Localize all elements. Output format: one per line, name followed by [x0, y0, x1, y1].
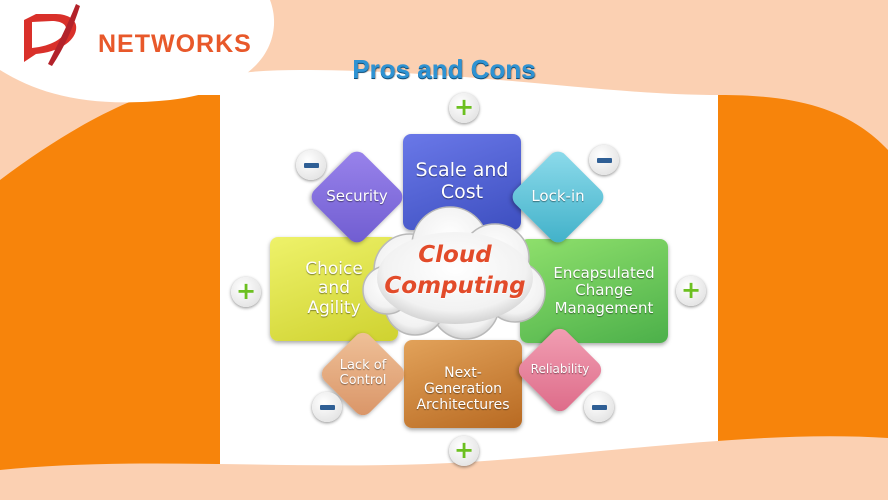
tile-scale-cost-label: Scale and Cost — [415, 159, 509, 203]
logo-text: NETWORKS — [98, 30, 252, 58]
minus-icon — [303, 162, 319, 168]
minus-badge-bottom-left — [312, 392, 342, 422]
plus-icon: + — [453, 436, 475, 464]
plus-badge-bottom: + — [449, 436, 479, 466]
minus-icon — [319, 404, 335, 410]
plus-icon: + — [453, 93, 475, 121]
tile-encapsulated: Encapsulated Change Management — [520, 239, 668, 343]
minus-badge-top-left — [296, 150, 326, 180]
tile-encapsulated-label: Encapsulated Change Management — [553, 264, 655, 317]
minus-icon — [596, 157, 612, 163]
logo: NETWORKS — [18, 4, 251, 68]
cloud-shape — [362, 206, 546, 340]
plus-badge-top: + — [449, 93, 479, 123]
center-title-line1: Cloud — [418, 242, 492, 268]
tile-next-generation: Next- Generation Architectures — [404, 340, 522, 428]
orange-band-left — [0, 95, 220, 475]
plus-badge-right: + — [676, 276, 706, 306]
tile-reliability-label: Reliability — [530, 362, 590, 377]
center-title: Cloud Computing — [355, 240, 555, 302]
orange-band-right — [718, 95, 888, 475]
peach-bottom-wave — [0, 436, 888, 500]
logo-mark-icon — [24, 4, 80, 66]
tile-lack-control-label: Lack of Control — [339, 358, 387, 388]
tile-choice-agility-label: Choice and Agility — [305, 258, 363, 318]
tile-next-generation-label: Next- Generation Architectures — [416, 364, 510, 414]
minus-icon — [591, 404, 607, 410]
center-title-line2: Computing — [384, 273, 526, 300]
plus-icon: + — [235, 277, 257, 305]
minus-badge-bottom-right — [584, 392, 614, 422]
plus-badge-left: + — [231, 277, 261, 307]
minus-badge-top-right — [589, 145, 619, 175]
plus-icon: + — [680, 276, 702, 304]
page-title: Pros and Cons — [352, 54, 536, 84]
